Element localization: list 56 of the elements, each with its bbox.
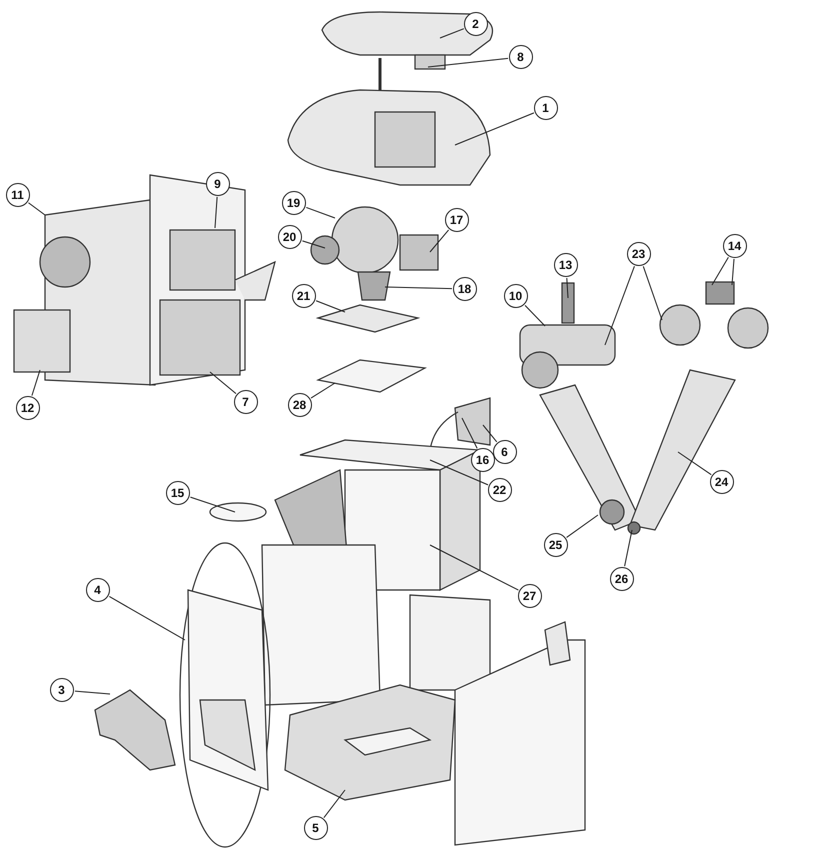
leader-line bbox=[214, 196, 218, 228]
leader-line bbox=[482, 424, 498, 442]
leader-line bbox=[28, 202, 46, 216]
leader-line bbox=[430, 544, 519, 591]
callout-number: 9 bbox=[206, 172, 230, 196]
callout-number: 26 bbox=[610, 566, 634, 590]
leader-line bbox=[108, 596, 186, 640]
callout-number: 5 bbox=[304, 816, 328, 840]
callout-number: 18 bbox=[452, 276, 476, 300]
callout-number: 28 bbox=[288, 392, 312, 416]
leader-line bbox=[323, 790, 346, 818]
leader-line bbox=[712, 256, 729, 286]
leader-line bbox=[454, 112, 534, 146]
leader-line bbox=[210, 372, 237, 394]
callout-number: 3 bbox=[50, 678, 74, 702]
leader-line bbox=[524, 304, 546, 326]
callout-number: 17 bbox=[444, 208, 468, 232]
leader-line bbox=[316, 300, 346, 312]
leader-line bbox=[430, 229, 450, 252]
callout-number: 20 bbox=[278, 224, 302, 248]
leader-line bbox=[678, 452, 712, 476]
callout-number: 24 bbox=[710, 470, 734, 494]
leader-line bbox=[732, 258, 734, 286]
callout-number: 13 bbox=[554, 252, 578, 276]
callout-number: 19 bbox=[282, 190, 306, 214]
leader-line bbox=[566, 514, 598, 538]
callout-number: 4 bbox=[86, 578, 110, 602]
callout-number: 11 bbox=[6, 182, 30, 206]
callout-number: 7 bbox=[234, 390, 258, 414]
leader-line bbox=[302, 240, 326, 248]
callout-number: 25 bbox=[544, 532, 568, 556]
callout-number: 22 bbox=[488, 478, 512, 502]
leader-line bbox=[74, 690, 110, 694]
leader-line bbox=[604, 266, 635, 346]
leader-line bbox=[310, 382, 336, 399]
callout-number: 6 bbox=[492, 440, 516, 464]
leader-line bbox=[428, 58, 509, 68]
leader-line bbox=[430, 460, 489, 486]
leader-line bbox=[190, 496, 236, 512]
leader-line bbox=[384, 286, 452, 290]
callout-number: 14 bbox=[722, 234, 746, 258]
callout-number: 10 bbox=[504, 284, 528, 308]
callout-number: 21 bbox=[292, 284, 316, 308]
leader-line bbox=[440, 28, 464, 38]
callout-number: 1 bbox=[534, 96, 558, 120]
callout-number: 12 bbox=[16, 396, 40, 420]
callout-number: 23 bbox=[626, 242, 650, 266]
leader-line bbox=[306, 206, 336, 218]
callout-number: 27 bbox=[518, 584, 542, 608]
callout-number: 8 bbox=[508, 44, 532, 68]
leader-line bbox=[642, 266, 662, 320]
leader-line bbox=[31, 370, 40, 396]
callout-number: 15 bbox=[166, 480, 190, 504]
leader-line bbox=[462, 418, 478, 449]
leader-line bbox=[624, 530, 632, 567]
leader-line bbox=[566, 277, 568, 298]
